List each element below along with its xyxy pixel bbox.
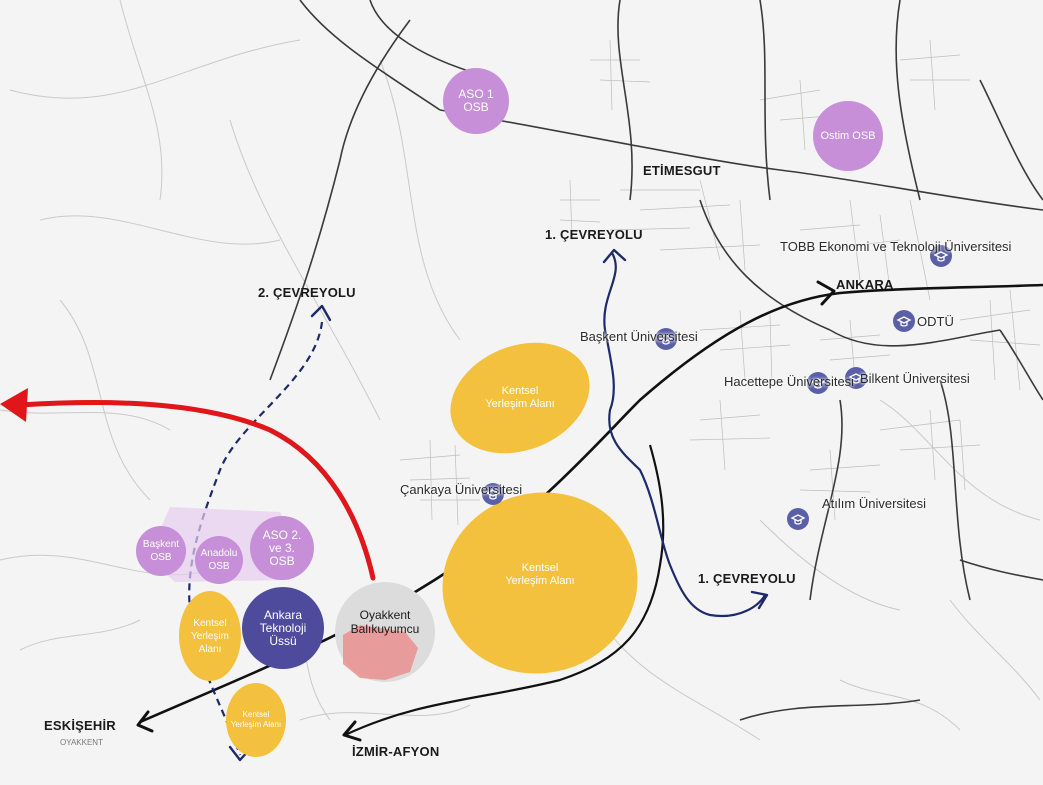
ankara-label: ANKARA — [836, 277, 894, 292]
ring-road-2-label: 2. ÇEVREYOLU — [258, 285, 356, 300]
anadolu-osb-label: Anadolu OSB — [200, 548, 238, 572]
graduation-cap-icon — [787, 508, 809, 530]
odtu-label: ODTÜ — [917, 314, 954, 329]
ankara-tech-zone — [242, 587, 324, 669]
aso1-osb-zone — [443, 68, 509, 134]
baskent-university-label: Başkent Üniversitesi — [580, 329, 698, 344]
oyakkent-caption: OYAKKENT — [60, 738, 103, 747]
graduation-cap-icon — [845, 367, 867, 389]
oyakkent-label: Oyakkent Balıkuyumcu — [350, 608, 420, 636]
oyakkent-site — [335, 582, 435, 682]
anadolu-osb-zone — [195, 536, 243, 584]
eskisehir-label: ESKİŞEHİR — [44, 718, 116, 733]
etimesgut-label: ETİMESGUT — [643, 163, 721, 178]
graduation-cap-icon — [930, 245, 952, 267]
minor-road-network — [0, 0, 1041, 741]
ankara-tech-label: Ankara Teknoloji Üssü — [259, 607, 307, 648]
izmir-afyon-label: İZMİR-AFYON — [352, 744, 440, 759]
aso23-osb-zone — [250, 516, 314, 580]
settlement-area-4 — [226, 683, 286, 757]
ostim-osb-zone — [813, 101, 883, 171]
settlement-areas — [179, 342, 638, 757]
graduation-cap-icon — [655, 328, 677, 350]
graduation-cap-icon — [893, 310, 915, 332]
settlement-area-3 — [179, 591, 241, 681]
ring-road-1-south-label: 1. ÇEVREYOLU — [698, 571, 796, 586]
tobb-university-label: TOBB Ekonomi ve Teknoloji Üniversitesi — [780, 239, 1012, 254]
izmir-afyon-road — [344, 444, 665, 736]
baskent-osb-label: Başkent OSB — [142, 539, 180, 563]
red-direction-arrow — [0, 388, 376, 581]
ring-road-1-north-label: 1. ÇEVREYOLU — [545, 227, 643, 242]
aso1-osb-label: ASO 1 OSB — [458, 87, 494, 114]
atilim-university-label: Atılım Üniversitesi — [822, 496, 927, 511]
settlement-label-1: Kentsel Yerleşim Alanı — [485, 385, 555, 410]
settlement-area-1 — [450, 342, 590, 454]
ostim-osb-label: Ostim OSB — [820, 129, 876, 142]
industrial-zones — [136, 68, 883, 669]
settlement-label-2: Kentsel Yerleşim Alanı — [505, 562, 575, 587]
university-markers — [482, 245, 952, 530]
settlement-area-2 — [442, 492, 638, 674]
baskent-osb-zone — [136, 526, 186, 576]
ring-road-1 — [603, 252, 766, 618]
oyakkent-footprint — [343, 625, 418, 680]
cankaya-university-label: Çankaya Üniversitesi — [400, 482, 523, 497]
chevron-arrow-icon — [136, 248, 836, 762]
bilkent-university-label: Bilkent Üniversitesi — [860, 371, 970, 386]
graduation-cap-icon — [807, 372, 829, 394]
hacettepe-university-label: Hacettepe Üniversitesi — [724, 374, 855, 389]
aso23-osb-label: ASO 2. ve 3. OSB — [262, 527, 302, 568]
settlement-label-4: Kentsel Yerleşim Alanı — [230, 710, 282, 729]
settlement-label-3: Kentsel Yerleşim Alanı — [191, 617, 229, 655]
graduation-cap-icon — [482, 483, 504, 505]
